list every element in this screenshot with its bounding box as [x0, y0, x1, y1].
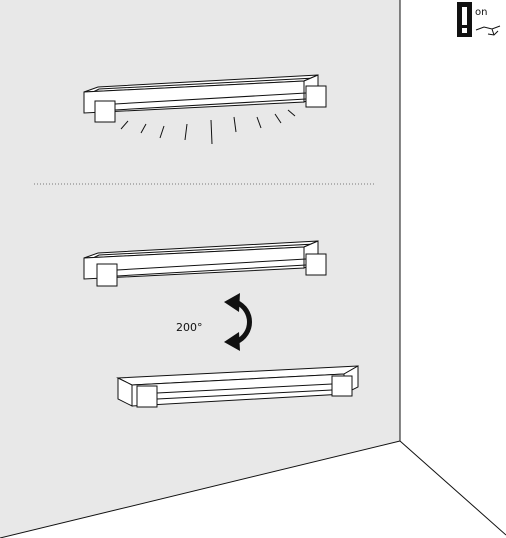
badge-on-text: on: [475, 7, 487, 18]
heater-end-cap-right: [305, 85, 327, 108]
floor-right-edge: [399, 440, 506, 536]
pointing-hand-icon: [475, 25, 501, 36]
heat-rays: [120, 109, 296, 145]
heater-end-cap-left: [94, 100, 116, 123]
rotation-angle-label: 200°: [176, 321, 203, 334]
floor-left-edge: [0, 440, 401, 538]
power-on-badge: on: [457, 2, 501, 37]
heater-before-rotation: [83, 240, 327, 287]
heater-on: [83, 74, 327, 123]
rotate-arrow-icon: [224, 293, 252, 351]
heater-rotated: [116, 365, 359, 408]
